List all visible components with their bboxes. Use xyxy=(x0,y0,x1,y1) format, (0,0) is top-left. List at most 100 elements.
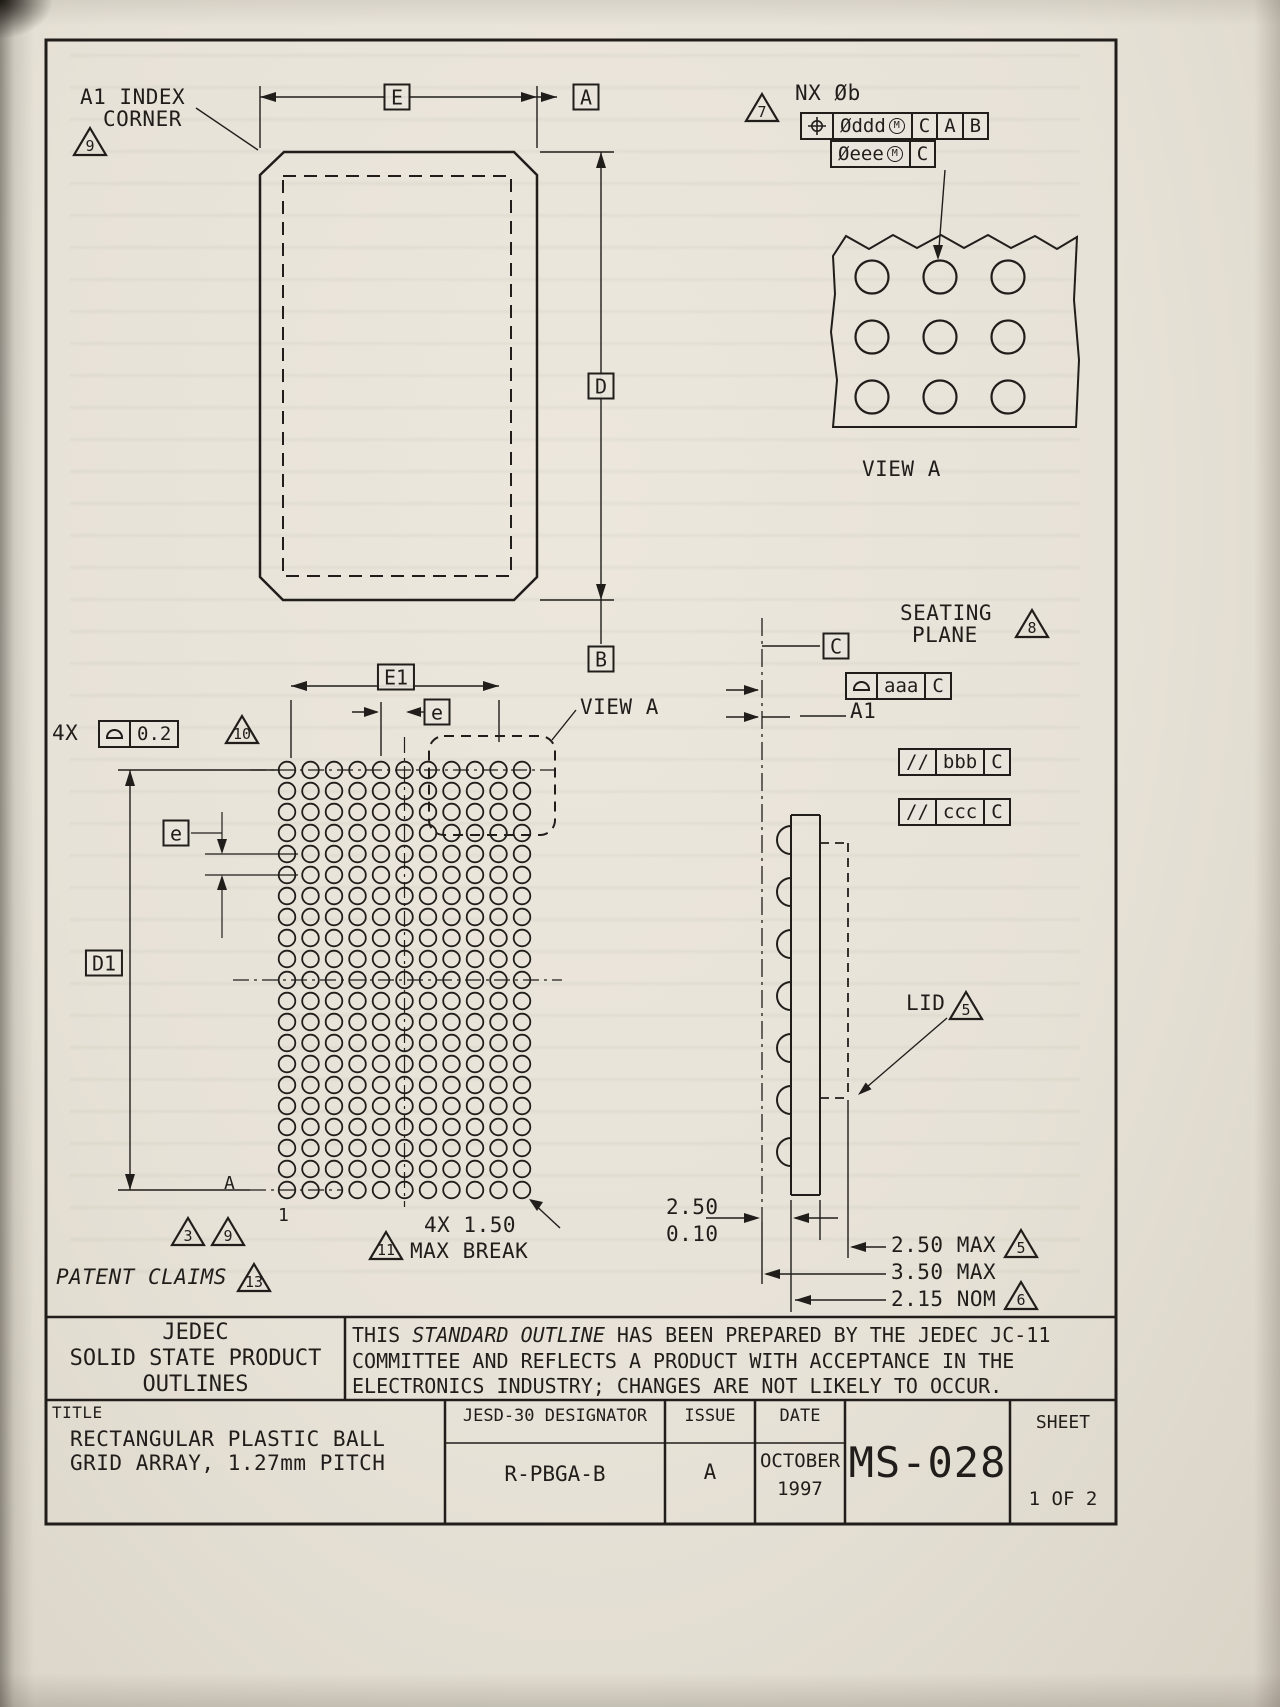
designator-value: R-PBGA-B xyxy=(504,1462,606,1486)
dim-box-e: E xyxy=(383,83,411,111)
mmc-modifier-icon: M xyxy=(888,118,905,134)
svg-text:9: 9 xyxy=(85,137,94,155)
dim-box-e-left: e xyxy=(162,819,190,847)
svg-text:5: 5 xyxy=(1016,1239,1025,1257)
dim-e1-lines xyxy=(290,685,500,758)
statement-italic: STANDARD OUTLINE xyxy=(412,1323,605,1347)
drawing-title-line1: RECTANGULAR PLASTIC BALL xyxy=(70,1427,386,1451)
datum-cell-b: B xyxy=(961,112,990,140)
view-a-balls xyxy=(854,259,1026,415)
note-callout-13: 13 xyxy=(236,1261,272,1293)
svg-text:10: 10 xyxy=(233,725,251,743)
issue-value: A xyxy=(703,1460,717,1484)
date-value-line1: OCTOBER xyxy=(759,1450,841,1472)
side-body xyxy=(790,814,821,1196)
tolerance-value-cell: aaa xyxy=(876,672,927,700)
note-callout-11: 11 xyxy=(368,1229,404,1261)
side-view-balls xyxy=(776,825,792,1167)
package-outline xyxy=(258,150,539,602)
title-block-lines xyxy=(46,1315,1116,1524)
profile-symbol-cell xyxy=(98,720,131,748)
note-callout-3: 3 xyxy=(170,1215,206,1247)
a1-index-label-line2: CORNER xyxy=(103,107,182,131)
dim-a1-label: A1 xyxy=(850,699,877,723)
org-block: JEDEC SOLID STATE PRODUCT OUTLINES xyxy=(46,1317,345,1400)
dim-d1-lines xyxy=(118,769,280,1191)
grid-col-label: 1 xyxy=(278,1205,290,1226)
jedec-statement: THIS STANDARD OUTLINE HAS BEEN PREPARED … xyxy=(352,1323,1112,1400)
note-callout-7: 7 xyxy=(744,91,780,123)
dim-box-e1: E1 xyxy=(376,663,416,691)
svg-text:3: 3 xyxy=(183,1227,192,1245)
aaa-tolerance-frame: aaa C xyxy=(845,672,952,700)
dim-215nom-label: 2.15 NOM xyxy=(891,1287,997,1311)
lid-label: LID xyxy=(906,991,946,1015)
tolerance-value: Øddd xyxy=(840,115,886,137)
datum-box-c: C xyxy=(822,632,850,660)
dim-350max-label: 3.50 MAX xyxy=(891,1260,997,1284)
note-callout-9b: 9 xyxy=(210,1215,246,1247)
flatness-value-cell: 0.2 xyxy=(129,720,180,748)
dim-250max-label: 2.50 MAX xyxy=(891,1233,997,1257)
sheet-border xyxy=(44,38,1118,1526)
qty-4x-label: 4X xyxy=(52,721,79,745)
grid-row-label: A xyxy=(224,1173,236,1194)
tolerance-value-cell: ccc xyxy=(934,798,986,826)
dim-box-d1: D1 xyxy=(84,949,124,977)
doc-number: MS-028 xyxy=(848,1437,1007,1487)
profile-symbol-cell xyxy=(845,672,878,700)
datum-cell-c: C xyxy=(908,140,937,168)
datum-cell-c: C xyxy=(924,672,952,700)
parallelism-symbol-cell: // xyxy=(898,748,937,776)
note-callout-5b: 5 xyxy=(1003,1227,1039,1259)
svg-text:11: 11 xyxy=(377,1241,395,1259)
sheet-field-label: SHEET xyxy=(1035,1412,1091,1433)
statement-pre: THIS xyxy=(352,1323,413,1347)
title-field-label: TITLE xyxy=(52,1403,103,1422)
break-label-line2: MAX BREAK xyxy=(410,1239,529,1263)
svg-text:5: 5 xyxy=(961,1001,970,1019)
a1-index-label-line1: A1 INDEX xyxy=(80,85,186,109)
dim-box-a: A xyxy=(572,83,600,111)
view-a-pointer-label: VIEW A xyxy=(580,695,659,719)
dim-box-b: B xyxy=(587,645,615,673)
org-line3: OUTLINES xyxy=(142,1371,249,1397)
dim-e-left-lines xyxy=(191,812,298,938)
svg-text:8: 8 xyxy=(1027,619,1036,637)
dim-box-e-top: e xyxy=(423,698,451,726)
org-line2: SOLID STATE PRODUCT xyxy=(69,1345,322,1371)
date-value-line2: 1997 xyxy=(777,1478,823,1500)
profile-symbol-icon xyxy=(853,681,870,691)
tolerance-value-cell: bbb xyxy=(934,748,986,776)
svg-text:9: 9 xyxy=(223,1227,232,1245)
centerlines xyxy=(233,737,562,1207)
note-callout-8: 8 xyxy=(1014,607,1050,639)
date-field-label: DATE xyxy=(779,1406,821,1426)
svg-text:7: 7 xyxy=(757,103,766,121)
dim-250-label: 2.50 xyxy=(666,1195,719,1219)
view-a-pointer-leader xyxy=(551,709,577,741)
note-callout-10: 10 xyxy=(224,713,260,745)
position-symbol-icon xyxy=(808,117,826,135)
dim-010-label: 0.10 xyxy=(666,1222,719,1246)
datum-cell-c: C xyxy=(910,112,939,140)
lid-leader xyxy=(859,1017,948,1094)
a1-index-leader xyxy=(195,107,259,151)
view-a-torn-outline xyxy=(829,233,1081,428)
patent-claims-label: PATENT CLAIMS xyxy=(56,1265,227,1289)
org-line1: JEDEC xyxy=(162,1319,229,1345)
seating-label-line2: PLANE xyxy=(912,623,978,647)
note-callout-5: 5 xyxy=(948,989,984,1021)
designator-field-label: JESD-30 DESIGNATOR xyxy=(462,1406,648,1426)
svg-text:6: 6 xyxy=(1016,1291,1025,1309)
datum-cell-c: C xyxy=(983,748,1011,776)
parallelism-symbol-cell: // xyxy=(898,798,937,826)
side-dim-lines xyxy=(706,1100,886,1312)
arrowheads xyxy=(125,92,943,1305)
bbb-parallelism-frame: // bbb C xyxy=(898,748,1011,776)
